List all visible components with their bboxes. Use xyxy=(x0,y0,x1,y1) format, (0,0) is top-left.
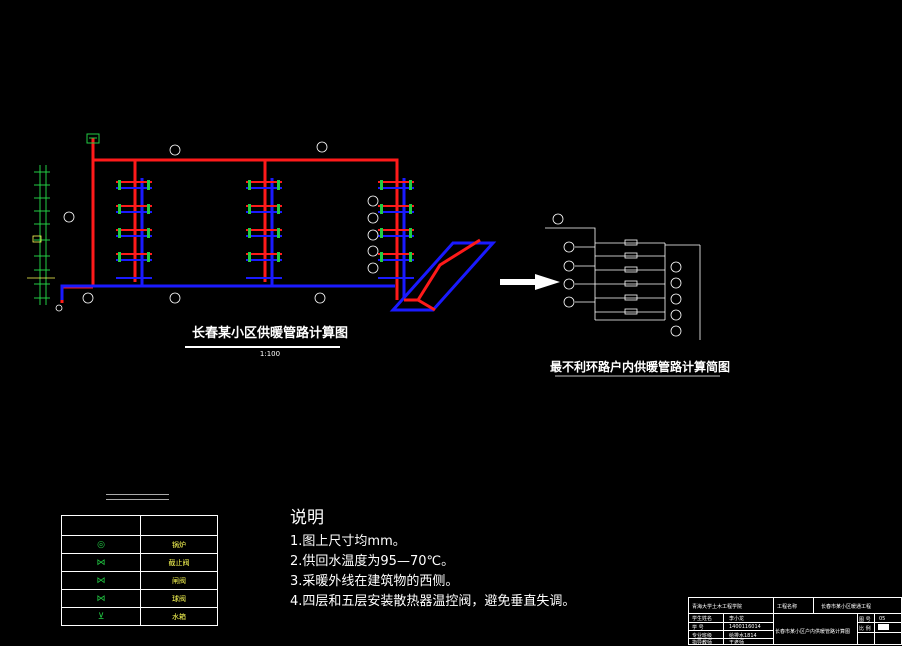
legend-row: ⊻ 水箱 xyxy=(61,607,218,626)
tb-project-label: 工程名称 xyxy=(777,604,798,610)
tb-scale-box xyxy=(878,624,889,630)
water-tank-symbol xyxy=(86,133,100,144)
title-block: 青海大学土木工程学院 工程名称 长春市某小区暖通工程 学生姓名 李小龙 学 号 … xyxy=(688,597,902,646)
main-diagram-title: 长春某小区供暖管路计算图 xyxy=(191,326,348,341)
tb-drawing-name: 长春市某小区户内供暖管路计算图 xyxy=(775,629,851,635)
legend-row: ⋈ 球阀 xyxy=(61,589,218,608)
legend-row: ◎ 锅炉 xyxy=(61,535,218,554)
main-diagram-scale: 1:100 xyxy=(259,350,281,358)
ball-valve-icon: ⋈ xyxy=(61,589,141,608)
notes-heading: 说明 xyxy=(290,508,324,528)
tb-school: 青海大学土木工程学院 xyxy=(692,604,743,610)
legend-row: ⋈ 闸阀 xyxy=(61,571,218,590)
isometric-connection xyxy=(389,238,497,312)
sub-schematic xyxy=(545,213,701,340)
tb-sheet-no: 05 xyxy=(879,616,886,622)
gate-valve-icon: ⋈ xyxy=(61,571,141,590)
tb-row4-value: 王老师 xyxy=(729,640,745,646)
legend-label: 闸阀 xyxy=(140,571,218,590)
tb-row3-value: 给排水1814 xyxy=(729,633,757,639)
boiler-icon: ◎ xyxy=(61,535,141,554)
tb-row2-value: 1400116014 xyxy=(729,624,761,630)
legend-row: ⋈ 截止阀 xyxy=(61,553,218,572)
node-markers xyxy=(55,141,379,312)
tb-row4-label: 指导教师 xyxy=(692,640,713,646)
elevation-scale xyxy=(27,165,55,305)
sub-diagram-title: 最不利环路户内供暖管路计算简图 xyxy=(549,360,730,374)
note-item: 1.图上尺寸均mm。 xyxy=(290,534,406,549)
stop-valve-icon: ⋈ xyxy=(61,553,141,572)
arrow xyxy=(500,274,560,290)
legend-label: 截止阀 xyxy=(140,553,218,572)
tb-row2-label: 学 号 xyxy=(692,625,704,631)
riser-branches xyxy=(116,180,414,279)
legend-table: ◎ 锅炉 ⋈ 截止阀 ⋈ 闸阀 ⋈ 球阀 ⊻ 水箱 xyxy=(61,515,218,626)
legend-label: 水箱 xyxy=(140,607,218,626)
note-item: 3.采暖外线在建筑物的西侧。 xyxy=(290,574,459,589)
legend-title-bar xyxy=(106,494,169,500)
tb-scale-label: 比 例 xyxy=(859,626,871,632)
tb-sheet-label: 图 号 xyxy=(859,617,871,623)
legend-label: 锅炉 xyxy=(140,535,218,554)
supply-pipe xyxy=(60,138,399,303)
return-pipe xyxy=(60,178,406,300)
note-item: 2.供回水温度为95—70℃。 xyxy=(290,554,455,569)
note-item: 4.四层和五层安装散热器温控阀，避免垂直失调。 xyxy=(290,594,576,609)
water-tank-icon: ⊻ xyxy=(61,607,141,626)
tb-row3-label: 专业班级 xyxy=(692,633,713,639)
tb-row1-label: 学生姓名 xyxy=(692,616,713,622)
notes-block: 说明 1.图上尺寸均mm。 2.供回水温度为95—70℃。 3.采暖外线在建筑物… xyxy=(290,508,575,612)
legend-label: 球阀 xyxy=(140,589,218,608)
tb-project-name: 长春市某小区暖通工程 xyxy=(821,604,872,610)
tb-row1-value: 李小龙 xyxy=(729,616,745,622)
